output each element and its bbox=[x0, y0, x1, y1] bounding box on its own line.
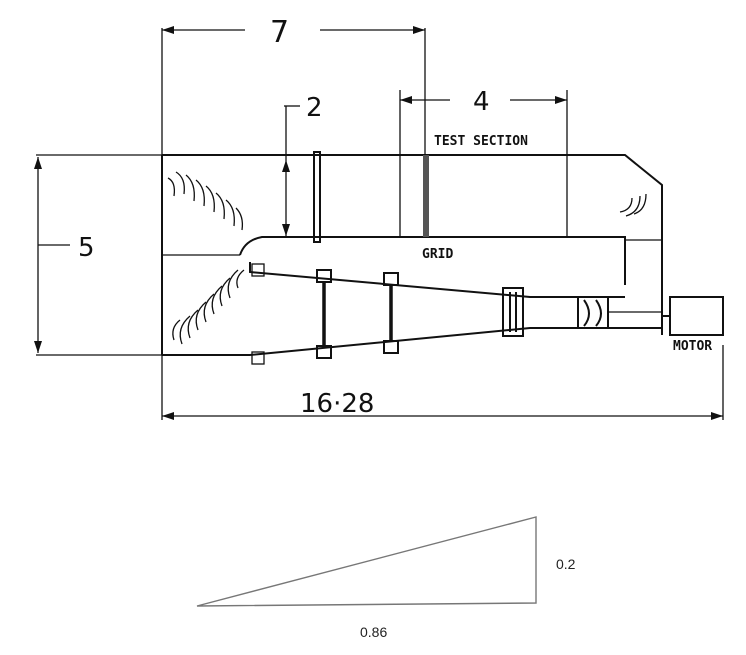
ramp-height-label: 0.2 bbox=[556, 556, 576, 572]
frame-1-top bbox=[316, 269, 332, 283]
fan-housing bbox=[577, 296, 609, 329]
ramp-length-label: 0.86 bbox=[360, 624, 387, 640]
dimension-7-label: 7 bbox=[270, 15, 289, 50]
dimension-2: 2 bbox=[282, 93, 323, 238]
dimension-7: 7 bbox=[161, 15, 426, 158]
diffuser-flange-bottom bbox=[251, 351, 265, 365]
motor-label: MOTOR bbox=[673, 339, 712, 354]
ramp-triangle bbox=[196, 516, 537, 607]
grid-screen bbox=[423, 155, 429, 237]
turning-vanes-right bbox=[619, 193, 647, 217]
dimension-4-label: 4 bbox=[473, 87, 490, 117]
dimension-5-label: 5 bbox=[78, 233, 95, 263]
diffuser-flange bbox=[251, 263, 265, 277]
frame-3 bbox=[502, 287, 524, 337]
dimension-4: 4 bbox=[399, 87, 568, 155]
tunnel-body bbox=[161, 151, 663, 365]
turning-vanes-lower bbox=[172, 269, 245, 345]
dimension-5: 5 bbox=[34, 154, 162, 356]
dimension-16-28: 16·28 bbox=[161, 345, 724, 420]
dimension-2-label: 2 bbox=[306, 93, 323, 123]
grid-label: GRID bbox=[422, 247, 453, 262]
turning-vanes-upper bbox=[167, 171, 244, 231]
screen-1 bbox=[313, 151, 321, 243]
test-section-label: TEST SECTION bbox=[434, 134, 528, 149]
dimension-16-28-label: 16·28 bbox=[300, 389, 374, 419]
motor bbox=[662, 296, 724, 336]
